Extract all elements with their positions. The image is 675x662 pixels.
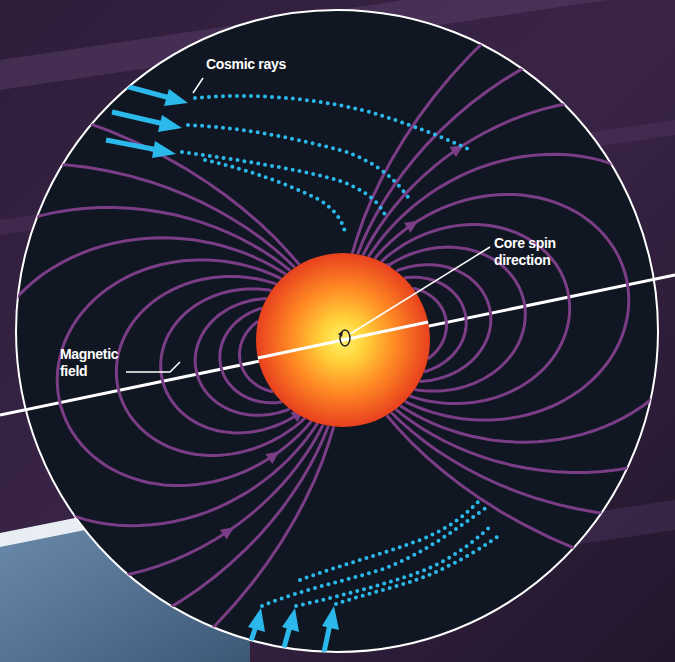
cosmic-ray-paths: [182, 96, 500, 606]
field-line: [297, 0, 675, 662]
field-arrowhead: [404, 216, 421, 233]
equator-line-over-star: [258, 322, 428, 358]
spin-arrowhead: [338, 331, 343, 337]
detail-disc: [16, 10, 658, 652]
field-arrowhead: [220, 522, 238, 539]
leader-lines: [126, 78, 490, 372]
core-spin-label: Core spin direction: [494, 235, 568, 269]
field-arrowhead: [265, 447, 283, 464]
cosmic-rays-label: Cosmic rays: [206, 56, 316, 73]
star-core: [256, 253, 430, 427]
field-arrowhead: [449, 140, 466, 157]
magnetic-field-label: Magnetic field: [60, 346, 124, 380]
